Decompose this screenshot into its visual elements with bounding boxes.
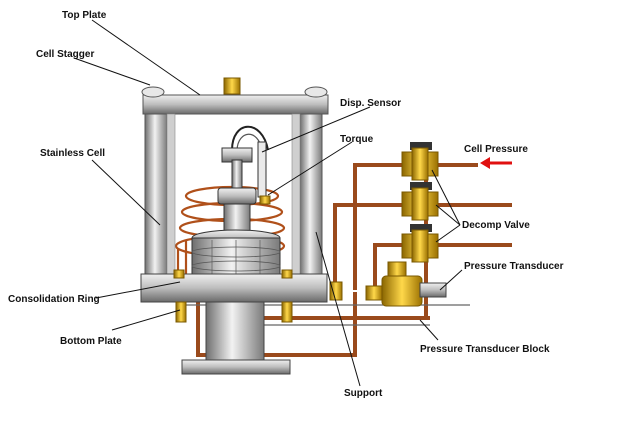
- cell-pressure-arrow-icon: [480, 157, 512, 169]
- loading-rod: [231, 159, 243, 191]
- pedestal: [205, 301, 265, 363]
- base-fitting-right: [329, 281, 343, 301]
- label-support: Support: [344, 388, 383, 399]
- pipe-valve-2-line: [333, 203, 402, 290]
- label-cell-stagger: Cell Stagger: [36, 49, 94, 60]
- label-stainless-cell: Stainless Cell: [40, 148, 105, 159]
- leader-lines: [73, 19, 463, 387]
- disp-sensor-assembly: [221, 125, 271, 205]
- pressure-transducer: [365, 261, 447, 307]
- pipe-bottom-return: [196, 292, 357, 357]
- valve-1: [401, 142, 439, 181]
- consolidation-ring-plate: [140, 273, 328, 303]
- top-plate-cap-left: [141, 86, 165, 98]
- cell-cap: [217, 187, 257, 205]
- label-pressure-transducer: Pressure Transducer: [464, 261, 564, 272]
- cell-neck: [223, 203, 251, 235]
- valve-2: [401, 182, 439, 221]
- label-decomp-valve: Decomp Valve: [462, 220, 530, 231]
- column-left: [144, 113, 168, 275]
- column-right: [299, 113, 323, 275]
- top-nut: [223, 77, 241, 95]
- base-fitting-left-3: [281, 301, 293, 323]
- valve-3: [401, 224, 439, 263]
- torque-nut: [259, 195, 271, 205]
- label-pressure-transducer-block: Pressure Transducer Block: [420, 344, 550, 355]
- base-fitting-left-1: [175, 301, 187, 323]
- pipe-cell-pressure-line: [353, 163, 402, 290]
- valve-block: [365, 142, 447, 307]
- label-torque: Torque: [340, 134, 374, 145]
- top-plate: [142, 94, 329, 115]
- cell-body: [191, 187, 281, 277]
- label-disp-sensor: Disp. Sensor: [340, 98, 401, 109]
- base-plate: [140, 269, 343, 375]
- label-bottom-plate: Bottom Plate: [60, 336, 122, 347]
- labels: Top Plate Cell Stagger Stainless Cell Co…: [8, 10, 564, 399]
- foot: [181, 359, 291, 375]
- label-consolidation-ring: Consolidation Ring: [8, 294, 100, 305]
- label-cell-pressure: Cell Pressure: [464, 144, 528, 155]
- sensor-body: [257, 141, 267, 198]
- top-plate-cap-right: [304, 86, 328, 98]
- pipe-valve-3-line: [373, 243, 402, 290]
- label-top-plate: Top Plate: [62, 10, 107, 21]
